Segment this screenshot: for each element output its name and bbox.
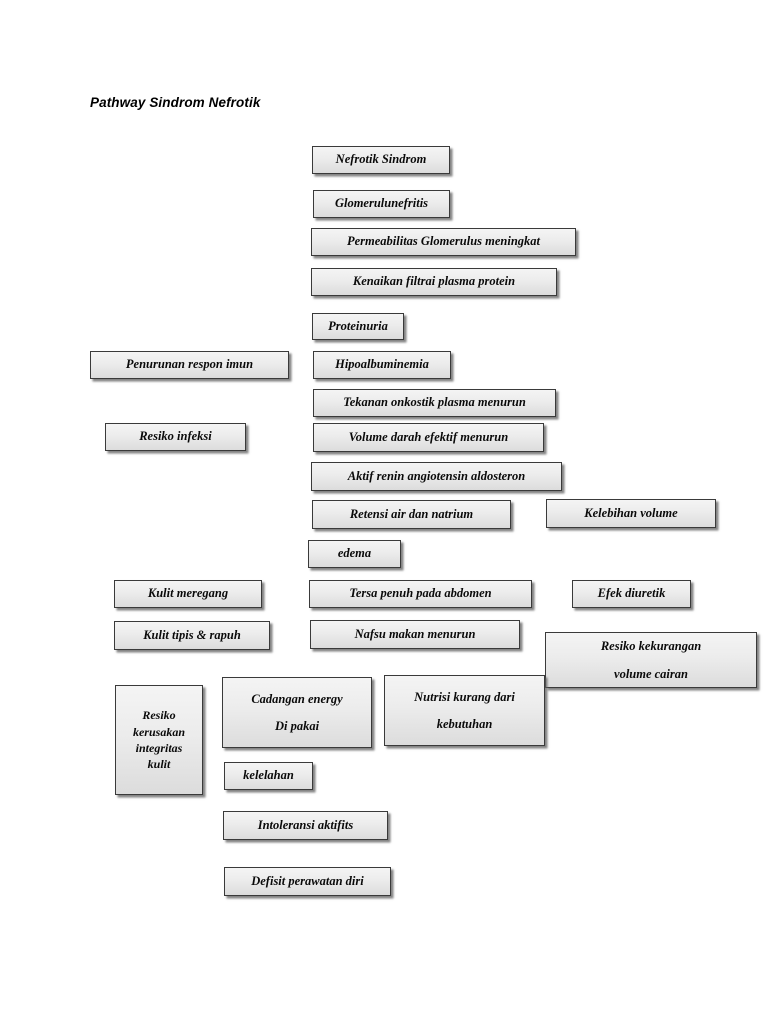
flow-node-tekanan-onkostik-plasma[interactable]: Tekanan onkostik plasma menurun xyxy=(313,389,556,417)
flow-node-nafsu-makan-menurun[interactable]: Nafsu makan menurun xyxy=(310,620,520,649)
flow-node-label: Cadangan energy xyxy=(251,691,343,706)
flow-node-intoleransi-aktifits[interactable]: Intoleransi aktifits xyxy=(223,811,388,840)
flow-node-volume-darah-efektif[interactable]: Volume darah efektif menurun xyxy=(313,423,544,452)
flow-node-efek-diuretik[interactable]: Efek diuretik xyxy=(572,580,691,608)
flow-node-defisit-perawatan-diri[interactable]: Defisit perawatan diri xyxy=(224,867,391,896)
flow-node-label: Efek diuretik xyxy=(597,586,666,601)
flow-node-label: kebutuhan xyxy=(436,717,493,731)
flow-node-resiko-kekurangan-volume[interactable]: Resiko kekurangan volume cairan xyxy=(545,632,757,688)
flow-node-glomerulunefritis[interactable]: Glomerulunefritis xyxy=(313,190,450,218)
flow-node-nutrisi-kurang-dari[interactable]: Nutrisi kurang dari kebutuhan xyxy=(384,675,545,746)
flow-node-permeabilitas-glomerulus[interactable]: Permeabilitas Glomerulus meningkat xyxy=(311,228,576,256)
flow-node-retensi-air-dan-natrium[interactable]: Retensi air dan natrium xyxy=(312,500,511,529)
flow-node-label: integritas xyxy=(135,741,183,755)
flow-node-edema[interactable]: edema xyxy=(308,540,401,568)
flow-node-label: Resiko xyxy=(142,708,176,723)
flow-node-label: Resiko kekurangan xyxy=(600,639,702,654)
flow-node-kulit-tipis-rapuh[interactable]: Kulit tipis & rapuh xyxy=(114,621,270,650)
flow-node-kulit-meregang[interactable]: Kulit meregang xyxy=(114,580,262,608)
flow-node-label: Kelebihan volume xyxy=(584,505,678,520)
flow-node-penurunan-respon-imun[interactable]: Penurunan respon imun xyxy=(90,351,289,379)
flow-node-hipoalbuminemia[interactable]: Hipoalbuminemia xyxy=(313,351,451,379)
flow-node-label: Permeabilitas Glomerulus meningkat xyxy=(346,234,541,249)
flow-node-label: Kulit meregang xyxy=(147,586,229,601)
flow-node-label: Di pakai xyxy=(274,719,320,733)
flow-node-proteinuria[interactable]: Proteinuria xyxy=(312,313,404,340)
flow-node-label: Tersa penuh pada abdomen xyxy=(349,586,492,601)
flow-node-kelelahan[interactable]: kelelahan xyxy=(224,762,313,790)
flow-node-label: Tekanan onkostik plasma menurun xyxy=(343,395,526,410)
flow-node-resiko-infeksi[interactable]: Resiko infeksi xyxy=(105,423,246,451)
flow-node-label: Volume darah efektif menurun xyxy=(348,429,509,444)
flow-node-label: Proteinuria xyxy=(328,318,388,333)
flow-node-label: kulit xyxy=(147,757,171,772)
flow-node-label: Nutrisi kurang dari xyxy=(414,689,515,704)
flow-node-nefrotik-sindrom[interactable]: Nefrotik Sindrom xyxy=(312,146,450,174)
flow-node-label: kerusakan xyxy=(132,724,185,739)
flow-node-label: Penurunan respon imun xyxy=(125,357,254,372)
flow-node-aktif-renin-angiotensin[interactable]: Aktif renin angiotensin aldosteron xyxy=(311,462,562,491)
flow-node-label: Nefrotik Sindrom xyxy=(335,152,427,167)
flow-node-label: Nafsu makan menurun xyxy=(354,626,476,641)
flow-node-label: edema xyxy=(337,546,372,561)
flow-node-label: Aktif renin angiotensin aldosteron xyxy=(347,468,526,483)
flow-node-label: Intoleransi aktifits xyxy=(257,817,354,832)
page-title: Pathway Sindrom Nefrotik xyxy=(90,95,261,110)
flow-node-label: Hipoalbuminemia xyxy=(335,357,429,372)
flow-node-label: Kulit tipis & rapuh xyxy=(143,627,241,642)
flow-node-kenaikan-filtrai-plasma[interactable]: Kenaikan filtrai plasma protein xyxy=(311,268,557,296)
flow-node-label: Defisit perawatan diri xyxy=(251,873,364,888)
flow-node-label: Retensi air dan natrium xyxy=(349,506,474,521)
flow-node-label: Kenaikan filtrai plasma protein xyxy=(352,274,516,289)
flow-node-kelebihan-volume[interactable]: Kelebihan volume xyxy=(546,499,716,528)
flow-node-label: Resiko infeksi xyxy=(139,429,212,444)
flow-node-label: Glomerulunefritis xyxy=(334,196,429,211)
flow-node-cadangan-energy-dipakai[interactable]: Cadangan energy Di pakai xyxy=(222,677,372,748)
flow-node-label: kelelahan xyxy=(243,768,294,783)
flow-node-tersa-penuh-pada-abdomen[interactable]: Tersa penuh pada abdomen xyxy=(309,580,532,608)
flow-node-label: volume cairan xyxy=(614,666,688,681)
